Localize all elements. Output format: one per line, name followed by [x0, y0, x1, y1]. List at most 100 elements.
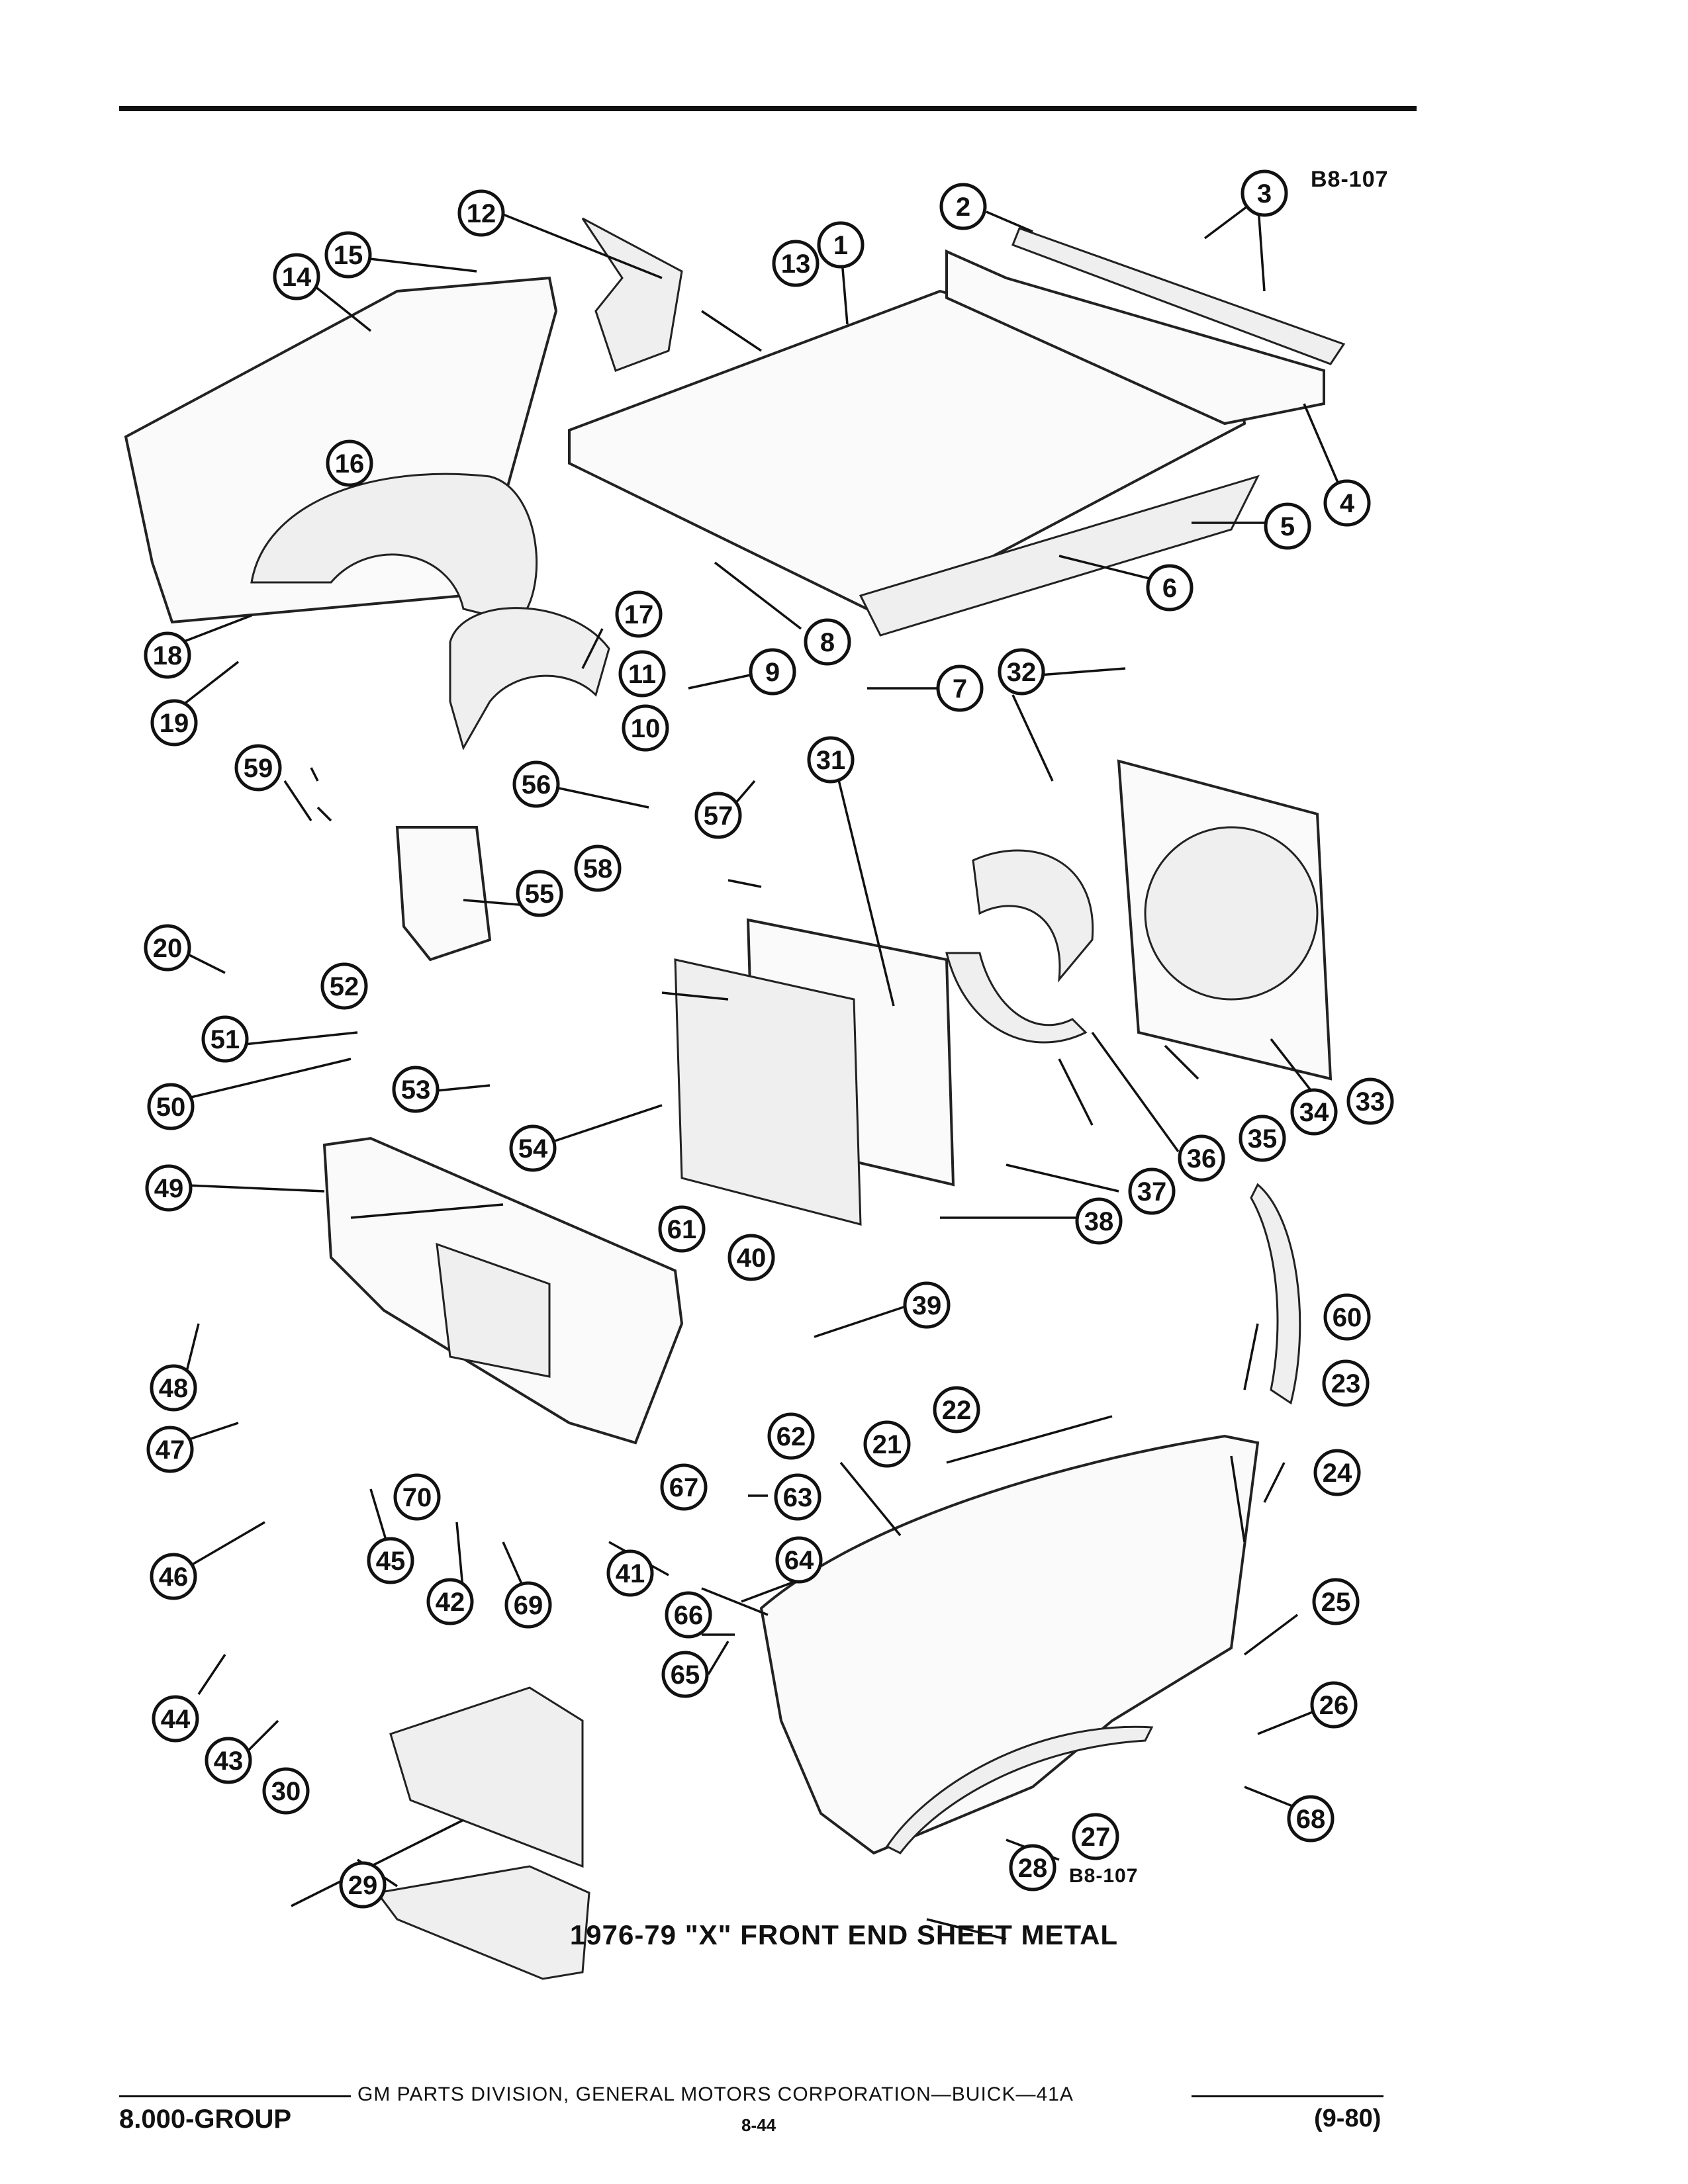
callout-25: 25: [1312, 1578, 1360, 1625]
svg-text:15: 15: [334, 241, 363, 270]
svg-text:59: 59: [244, 754, 273, 783]
svg-text:62: 62: [776, 1422, 806, 1451]
callout-69: 69: [504, 1581, 552, 1629]
svg-text:27: 27: [1081, 1823, 1111, 1852]
svg-text:39: 39: [912, 1291, 942, 1320]
callout-47: 47: [146, 1426, 194, 1473]
callout-30: 30: [262, 1767, 310, 1815]
svg-text:69: 69: [514, 1591, 543, 1620]
diagram-ref-code-top: B8-107: [1311, 167, 1389, 192]
front-filler-panel: [389, 1686, 584, 1868]
svg-text:44: 44: [161, 1705, 191, 1734]
callout-37: 37: [1128, 1167, 1176, 1215]
wheel-opening-molding: [885, 1725, 1154, 1854]
diagram-ref-code-bottom: B8-107: [1069, 1865, 1139, 1887]
svg-text:42: 42: [436, 1588, 465, 1617]
inner-wheelhouse-liner: [449, 607, 610, 751]
callout-60: 60: [1323, 1293, 1371, 1341]
right-fender: [759, 1434, 1260, 1855]
callout-23: 23: [1322, 1359, 1370, 1407]
callout-42: 42: [426, 1578, 474, 1625]
svg-text:68: 68: [1296, 1805, 1326, 1834]
svg-text:16: 16: [335, 449, 365, 478]
svg-text:12: 12: [467, 199, 496, 228]
svg-text:14: 14: [282, 263, 312, 292]
callout-56: 56: [512, 760, 560, 808]
callout-18: 18: [144, 631, 191, 679]
svg-text:3: 3: [1257, 179, 1272, 208]
callout-14: 14: [273, 253, 320, 300]
svg-text:38: 38: [1084, 1207, 1114, 1236]
svg-text:50: 50: [156, 1093, 186, 1122]
svg-text:63: 63: [783, 1483, 813, 1512]
callout-22: 22: [933, 1386, 980, 1433]
svg-text:58: 58: [583, 854, 613, 884]
callout-70: 70: [393, 1473, 441, 1521]
svg-text:26: 26: [1319, 1691, 1349, 1720]
svg-text:4: 4: [1340, 489, 1355, 518]
svg-text:35: 35: [1248, 1124, 1278, 1154]
svg-text:64: 64: [784, 1546, 814, 1575]
svg-text:19: 19: [160, 709, 189, 738]
callout-59: 59: [234, 744, 282, 792]
svg-text:21: 21: [872, 1430, 902, 1459]
svg-text:33: 33: [1356, 1087, 1385, 1116]
svg-text:67: 67: [669, 1473, 699, 1502]
callout-8: 8: [804, 618, 851, 666]
callout-57: 57: [694, 792, 742, 839]
callout-36: 36: [1178, 1134, 1225, 1182]
callout-45: 45: [367, 1537, 414, 1584]
callout-41: 41: [606, 1549, 654, 1597]
svg-text:5: 5: [1280, 512, 1295, 541]
fender-brace: [1250, 1183, 1301, 1405]
svg-text:36: 36: [1187, 1144, 1217, 1173]
callout-62: 62: [767, 1412, 815, 1460]
svg-text:30: 30: [271, 1777, 301, 1806]
callout-16: 16: [326, 439, 373, 487]
svg-text:6: 6: [1162, 574, 1177, 603]
callout-6: 6: [1146, 564, 1194, 612]
callout-21: 21: [863, 1420, 911, 1468]
callout-58: 58: [574, 844, 622, 892]
svg-text:17: 17: [624, 600, 654, 629]
callout-9: 9: [749, 648, 796, 696]
callout-10: 10: [622, 704, 669, 752]
callout-54: 54: [509, 1124, 557, 1172]
callout-15: 15: [324, 231, 372, 279]
footer-publisher: GM PARTS DIVISION, GENERAL MOTORS CORPOR…: [357, 2083, 1074, 2105]
callout-38: 38: [1075, 1197, 1123, 1245]
svg-text:37: 37: [1137, 1177, 1167, 1206]
callout-63: 63: [774, 1473, 821, 1521]
svg-text:41: 41: [616, 1559, 645, 1588]
fan-shroud: [1117, 759, 1333, 1081]
svg-text:60: 60: [1333, 1303, 1362, 1332]
svg-text:34: 34: [1299, 1098, 1329, 1127]
svg-text:2: 2: [956, 193, 970, 222]
callout-32: 32: [998, 648, 1045, 696]
callout-65: 65: [661, 1651, 709, 1698]
callout-34: 34: [1290, 1088, 1338, 1136]
svg-text:57: 57: [704, 801, 733, 831]
svg-text:61: 61: [667, 1215, 697, 1244]
svg-text:1: 1: [833, 231, 848, 260]
callout-11: 11: [618, 650, 666, 698]
footer-revision: (9-80): [1314, 2105, 1382, 2132]
callout-48: 48: [150, 1364, 197, 1412]
leader-lines: [165, 197, 1345, 1940]
callout-55: 55: [516, 870, 563, 917]
svg-text:66: 66: [674, 1601, 704, 1630]
svg-text:28: 28: [1018, 1854, 1048, 1883]
top-rule: [119, 106, 1417, 111]
svg-text:56: 56: [522, 770, 551, 799]
callout-51: 51: [201, 1015, 249, 1063]
callout-61: 61: [658, 1205, 706, 1253]
callout-67: 67: [660, 1463, 708, 1511]
hood-spring: [701, 310, 762, 352]
svg-text:7: 7: [953, 674, 967, 704]
callout-17: 17: [615, 590, 663, 638]
callout-50: 50: [147, 1083, 195, 1130]
fan-shroud-ring-upper: [972, 849, 1094, 983]
svg-text:40: 40: [737, 1244, 767, 1273]
footer-rule-left: [119, 2095, 351, 2097]
callout-40: 40: [727, 1234, 775, 1281]
